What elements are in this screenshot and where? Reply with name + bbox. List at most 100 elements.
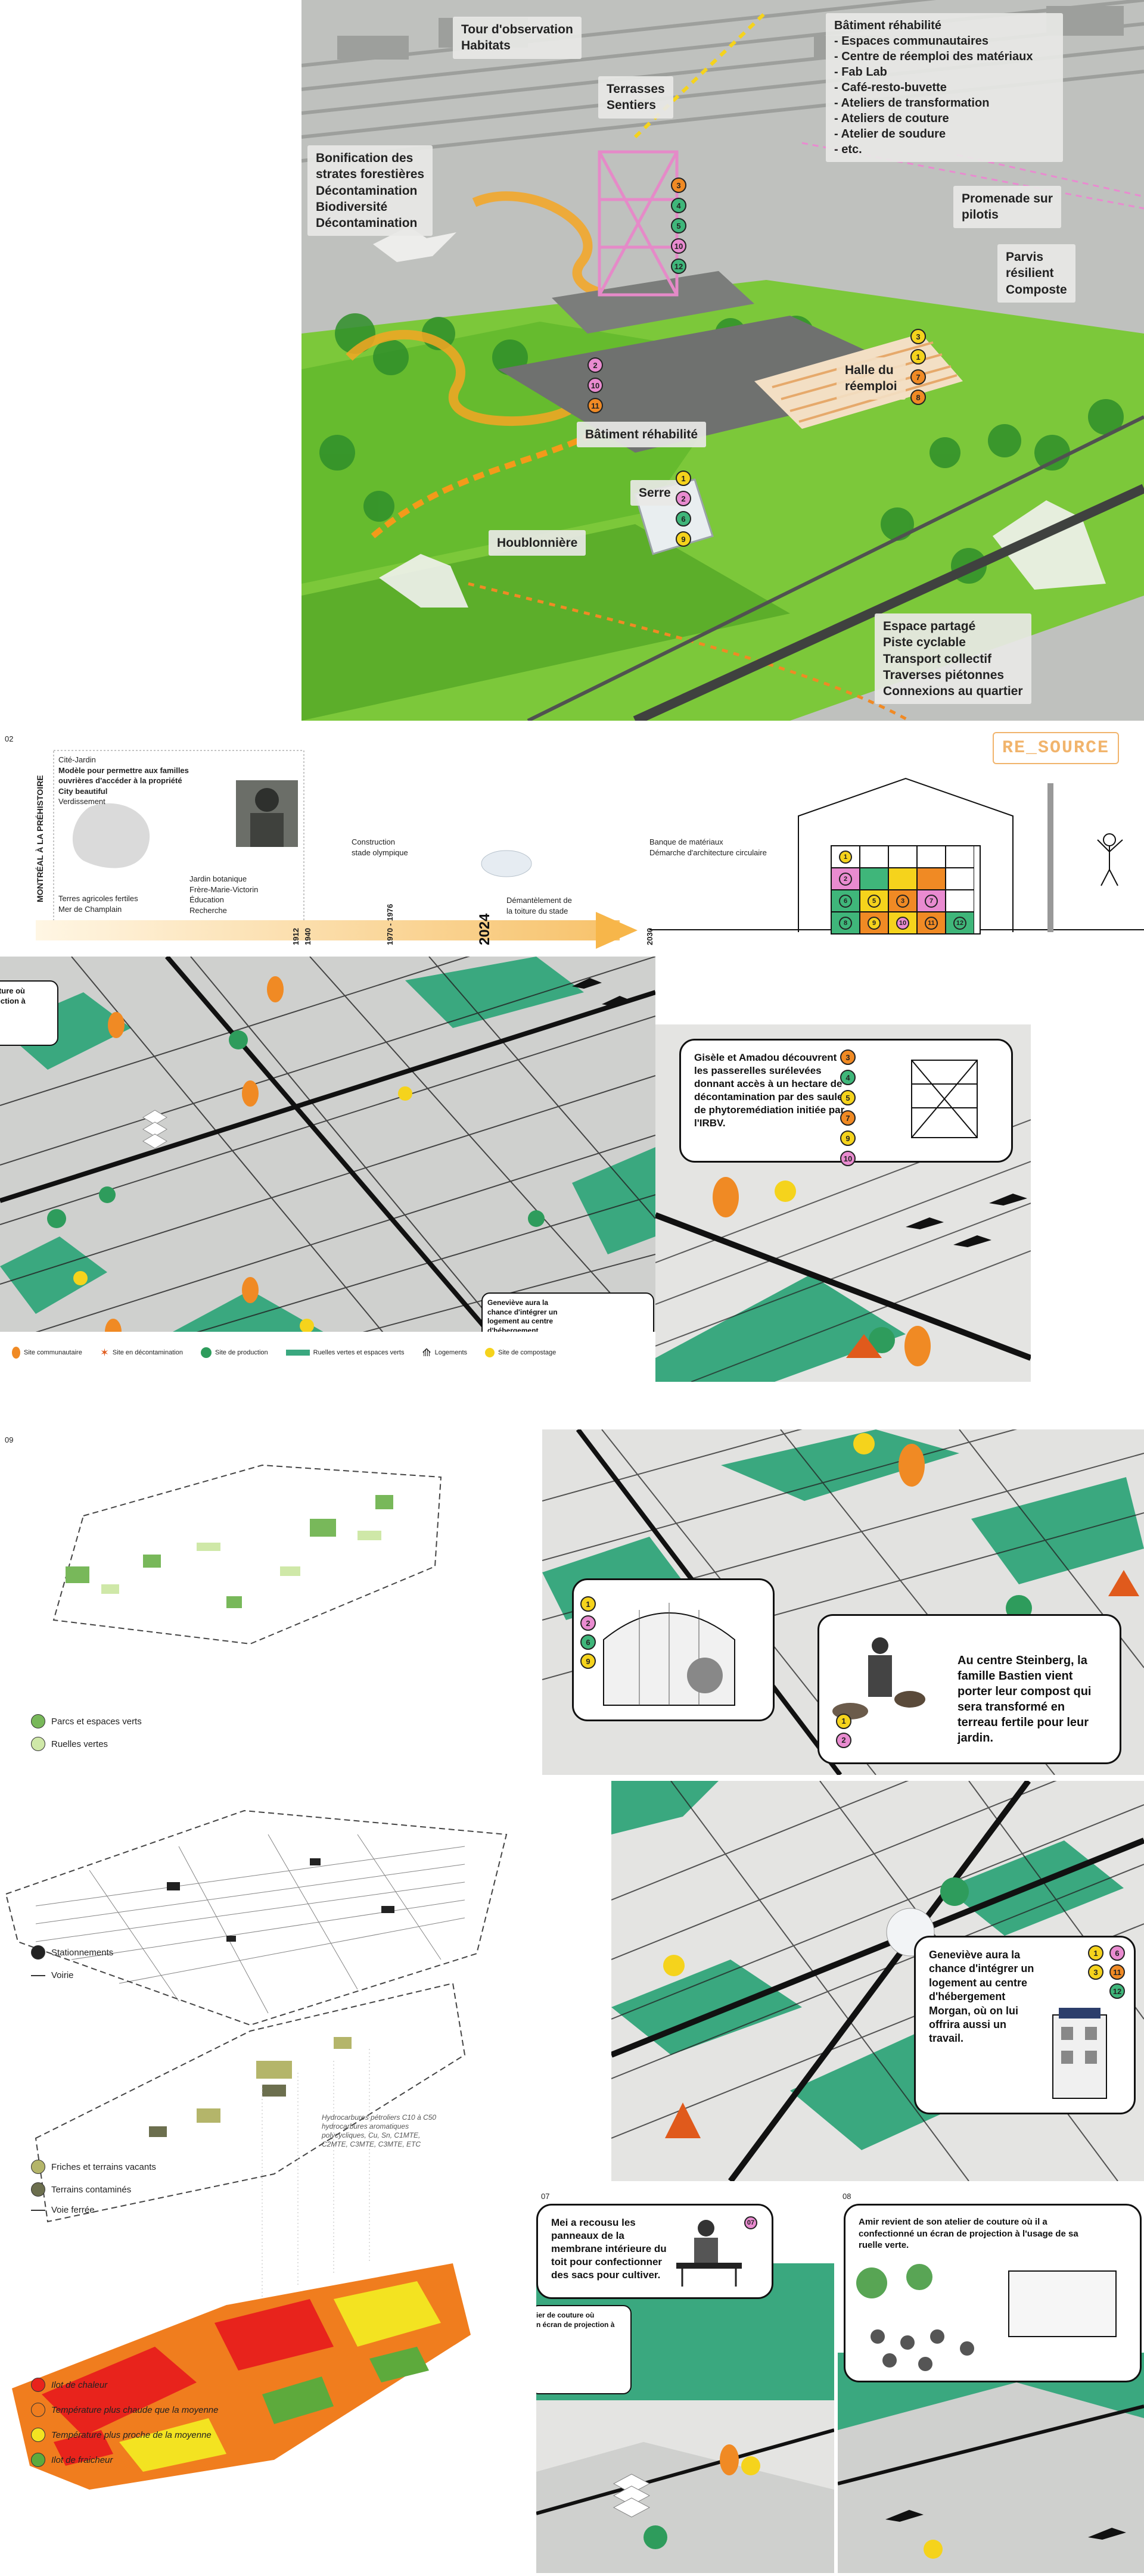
label-line: Transport collectif [883, 652, 992, 666]
greenhouse-vignette [572, 1578, 775, 1721]
label-line: Connexions au quartier [883, 684, 1023, 699]
legend-label: Ilot de fraicheur [51, 2454, 113, 2465]
bubble-text: Au centre Steinberg, la famille Bastien … [958, 1654, 1092, 1745]
pin-badge: 2 [839, 872, 852, 886]
pin-badge: 3 [896, 894, 909, 908]
grid-cell [888, 846, 917, 868]
map-panel-03: uture où jection à Geneviève aura la cha… [0, 957, 655, 1373]
label-line: Biodiversité [316, 200, 388, 214]
timeline-line: Banque de matériaux [649, 837, 723, 846]
label-line: Traverses piétonnes [883, 668, 1005, 682]
grid-cell [888, 868, 917, 890]
label-line: Promenade sur [962, 192, 1053, 205]
callout-line: jection à [0, 996, 26, 1005]
aerial-view-panel: Tour d'observation Habitats Terrasses Se… [301, 0, 1144, 721]
pin-badge: 8 [839, 916, 852, 930]
bubble-text: Geneviève aura la chance d'intégrer un l… [929, 1949, 1034, 2045]
pin-badge: 3 [671, 177, 686, 193]
label-parvis: Parvis résilient Composte [997, 244, 1075, 303]
grid-cell: 7 [917, 890, 946, 912]
year-label: 1940 [303, 928, 312, 945]
grid-cell: 10 [888, 912, 917, 934]
legend-item: Stationnements [31, 1945, 113, 1960]
pin-badge: 7 [840, 1110, 856, 1126]
label-espace: Espace partagé Piste cyclable Transport … [875, 613, 1031, 705]
timeline-panel: 02 MONTRÉAL À LA PRÉHISTOIRE [0, 724, 1144, 953]
panel-number: 02 [5, 734, 14, 743]
legend-item: Ruelles vertes et espaces verts [285, 1349, 405, 1356]
swatch-icon [31, 2160, 45, 2174]
pin-badge: 5 [671, 218, 686, 233]
stacked-layer-maps [5, 1464, 508, 2490]
grid-cell [860, 868, 888, 890]
legend-item: Voie ferrée [31, 2205, 95, 2215]
label-line: Halle du [845, 363, 894, 377]
pin-badge: 12 [1109, 1983, 1125, 1999]
leaf-icon [200, 1347, 212, 1358]
timeline-line: Jardin botanique [189, 874, 247, 883]
swatch-icon [31, 2453, 45, 2467]
label-line: Habitats [461, 39, 511, 53]
legend-label: Site de production [214, 1349, 268, 1356]
timeline-line: Mer de Champlain [58, 904, 122, 914]
label-terrasses: Terrasses Sentiers [598, 76, 673, 119]
sewing-illustration [676, 2220, 742, 2287]
label-promenade: Promenade sur pilotis [953, 186, 1061, 228]
aerial-illustration [301, 0, 1144, 721]
pin-column: 1 2 [836, 1714, 851, 1748]
pin-badge: 11 [1109, 1964, 1125, 1980]
label-batiment: Bâtiment réhabilité - Espaces communauta… [826, 13, 1063, 162]
label-line: Sentiers [607, 98, 656, 113]
label-line: Houblonnière [497, 536, 578, 550]
callout-line: uture où [0, 986, 25, 995]
pin-badge: 6 [839, 894, 852, 908]
building-illustration [1052, 2008, 1107, 2099]
label-line: Tour d'observation [461, 23, 573, 36]
timeline-line: Démarche d'architecture circulaire [649, 848, 767, 857]
pin-badge: 11 [587, 398, 603, 413]
timeline-block-6: Banque de matériaux Démarche d'architect… [649, 837, 767, 858]
swatch-icon [31, 1737, 45, 1751]
pin-badge: 12 [953, 916, 966, 930]
grid-spacer [1088, 1983, 1103, 1999]
label-line: Composte [1006, 282, 1067, 297]
layers-panel-09: Parcs et espaces verts Ruelles vertes St… [0, 1429, 536, 2573]
pin-badge: 5 [868, 894, 881, 908]
grid-cell: 8 [831, 912, 860, 934]
isometric-map [536, 2263, 834, 2573]
green-strip-icon [285, 1350, 310, 1356]
label-line: - Centre de réemploi des matériaux [834, 50, 1033, 63]
map-panel-04: Gisèle et Amadou découvrent les passerel… [655, 1024, 1031, 1382]
year-label: 2030 [645, 928, 654, 945]
grid-cell [860, 846, 888, 868]
pin-badge: 07 [744, 2216, 757, 2229]
pin-badge: 1 [580, 1596, 596, 1612]
pin-badge: 1 [1088, 1945, 1103, 1961]
timeline-line: Modèle pour permettre aux familles [58, 765, 189, 775]
grid-cell: 12 [946, 912, 974, 934]
line-icon [31, 1974, 45, 1976]
legend-label: Stationnements [51, 1947, 114, 1958]
label-line: Décontamination [316, 183, 418, 198]
pin-badge: 10 [587, 378, 603, 393]
callout-left: uture où jection à [0, 980, 58, 1046]
screening-illustration [856, 2264, 1117, 2371]
bubble-text: Mei a recousu les panneaux de la membran… [551, 2217, 667, 2281]
isometric-map [838, 2353, 1144, 2573]
timeline-line: Terres agricoles fertiles [58, 894, 138, 903]
legend-item: Parcs et espaces verts [31, 1714, 142, 1728]
timeline-line: Recherche [189, 905, 227, 915]
speech-bubble: Amir revient de son atelier de couture o… [844, 2204, 1142, 2382]
pin-badge: 1 [839, 850, 852, 864]
swatch-icon [31, 1714, 45, 1728]
legend-label: Ilot de chaleur [51, 2379, 108, 2390]
pin-badge: 9 [868, 916, 881, 930]
pin-badge: 2 [836, 1733, 851, 1748]
pin-badge: 9 [580, 1653, 596, 1669]
legend-item: Site de production [200, 1347, 268, 1358]
timeline-line: Démantèlement de [506, 896, 572, 905]
timeline-line: stade olympique [352, 848, 408, 857]
pin-icon [12, 1347, 20, 1359]
legend-label: Ruelles vertes et espaces verts [313, 1349, 405, 1356]
label-line: Bâtiment réhabilité [585, 428, 698, 441]
